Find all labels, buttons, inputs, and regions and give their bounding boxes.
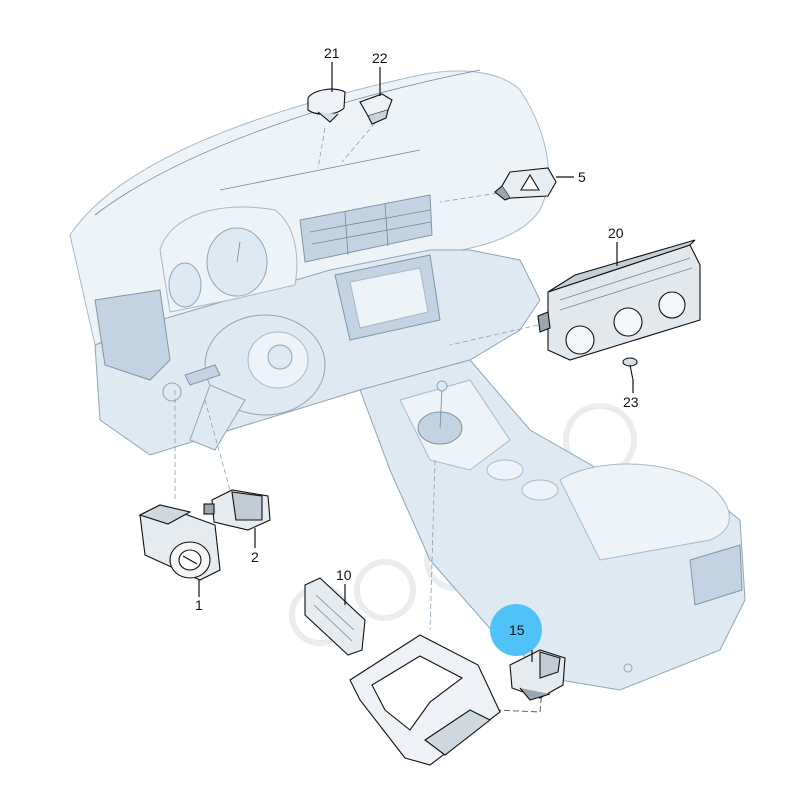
callout-15: 15 (490, 604, 542, 662)
dashboard-illustration (69, 69, 746, 691)
callout-15-highlight (490, 604, 542, 656)
callout-5-label: 5 (578, 169, 586, 185)
callout-23: 23 (623, 380, 639, 410)
part-15-switch-block (509, 649, 566, 701)
callout-22: 22 (372, 50, 388, 96)
callout-1-label: 1 (195, 597, 203, 613)
callout-10-label: 10 (336, 567, 352, 583)
part-22-sensor (359, 93, 393, 125)
callout-5: 5 (556, 169, 586, 185)
part-1-light-switch (138, 504, 221, 581)
callout-1: 1 (195, 580, 203, 613)
callout-23-label: 23 (623, 394, 639, 410)
part-21-trim-cover (307, 88, 346, 123)
callout-10: 10 (336, 567, 352, 605)
callout-21: 21 (324, 45, 340, 92)
part-5-hazard-switch (494, 167, 557, 201)
callout-15-label: 15 (509, 622, 525, 638)
callout-22-label: 22 (372, 50, 388, 66)
callout-21-label: 21 (324, 45, 340, 61)
part-23-screw (622, 357, 638, 381)
callout-2-label: 2 (251, 549, 259, 565)
callout-2: 2 (251, 528, 259, 565)
part-console-bezel-frame (349, 634, 501, 766)
part-10-switch-strip (304, 577, 366, 656)
callout-20-label: 20 (608, 225, 624, 241)
callout-20: 20 (608, 225, 624, 266)
part-20-climate-control-panel (537, 239, 701, 361)
part-2-switch-module (203, 489, 271, 531)
leader-lines (174, 122, 543, 713)
